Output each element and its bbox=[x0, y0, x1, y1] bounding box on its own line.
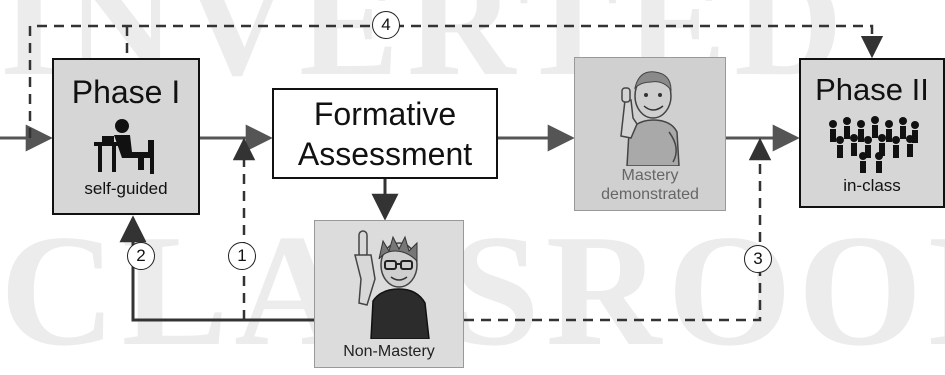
phase1-subtitle: self-guided bbox=[84, 179, 168, 198]
mastery-caption-line2: demonstrated bbox=[601, 186, 699, 203]
phase1-box: Phase I self-guided bbox=[52, 58, 200, 215]
group-of-people-icon bbox=[829, 116, 919, 173]
formative-line2: Assessment bbox=[297, 136, 473, 172]
mastery-caption-line1: Mastery bbox=[621, 167, 679, 184]
student-at-desk-icon bbox=[94, 119, 154, 174]
phase1-title: Phase I bbox=[71, 74, 181, 110]
path-label-2: 2 bbox=[127, 242, 155, 270]
phase2-title: Phase II bbox=[815, 72, 929, 107]
path-label-1: 1 bbox=[228, 242, 256, 270]
path-label-3: 3 bbox=[744, 245, 772, 273]
non-mastery-box: Non-Mastery bbox=[314, 220, 464, 368]
formative-line1: Formative bbox=[313, 96, 457, 132]
phase2-box: Phase II in-class bbox=[799, 58, 945, 208]
arrow-path4-dashed bbox=[28, 24, 884, 138]
phase2-subtitle: in-class bbox=[843, 176, 901, 195]
thumbs-up-person-illustration bbox=[620, 71, 680, 166]
raised-finger-person-illustration bbox=[354, 230, 430, 339]
mastery-caption: Mastery demonstrated bbox=[575, 166, 725, 204]
arrow-nonmastery-to-phase1 bbox=[119, 215, 314, 322]
mastery-box: Mastery demonstrated bbox=[574, 57, 726, 211]
path-label-4: 4 bbox=[372, 11, 400, 39]
arrow-path3-dashed bbox=[464, 137, 772, 322]
formative-assessment-box: Formative Assessment bbox=[272, 88, 498, 179]
non-mastery-caption: Non-Mastery bbox=[343, 343, 435, 360]
watermark-line-2: CLASSROOM bbox=[0, 201, 945, 375]
